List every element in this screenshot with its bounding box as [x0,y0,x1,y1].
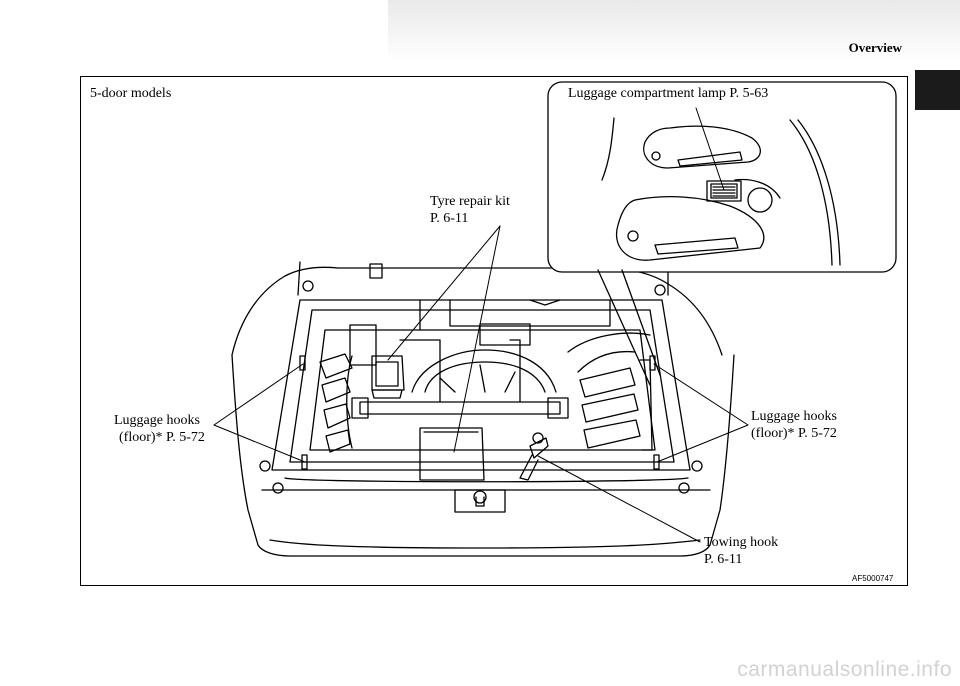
hooks-left-callout-line2: (floor)* P. 5-72 [119,430,205,445]
lamp-callout: Luggage compartment lamp P. 5-63 [568,86,769,101]
chapter-tab [915,70,960,110]
figure-id: AF5000747 [852,574,894,583]
leader-lines [213,107,749,543]
towing-hook-callout-line2: P. 6-11 [704,552,743,567]
spare-tyre-well [411,349,557,393]
hooks-right-callout-line1: Luggage hooks [751,409,837,424]
figure-frame [80,76,908,586]
towing-hook [519,432,549,481]
watermark: carmanualsonline.info [737,658,952,681]
model-label: 5-door models [90,86,172,101]
hooks-right-callout-line2: (floor)* P. 5-72 [751,426,837,441]
luggage-hook-marks [299,355,660,470]
right-floor-ribs [567,332,653,451]
left-floor-ribs [319,324,377,453]
page-title: Overview [848,40,902,55]
header-band [388,0,960,62]
towing-hook-callout-line1: Towing hook [704,535,779,550]
tyre-repair-kit [371,355,485,481]
luggage-opening [271,263,691,483]
cross-bar [351,323,569,419]
tyre-kit-callout-line2: P. 6-11 [430,211,469,226]
rear-body-outline [231,261,735,557]
body-fixings [259,280,703,494]
lock-striker [454,489,506,513]
tyre-kit-callout-line1: Tyre repair kit [430,194,510,209]
hooks-left-callout-line1: Luggage hooks [114,413,200,428]
lamp-detail-inset [547,81,897,386]
